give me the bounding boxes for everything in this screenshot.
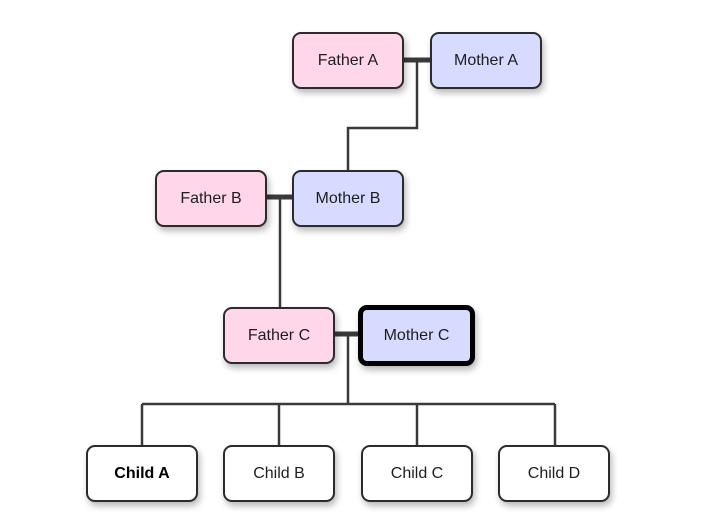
child-a-node[interactable]: Child A <box>86 445 198 502</box>
father-b-node[interactable]: Father B <box>155 170 267 227</box>
child-b-node[interactable]: Child B <box>223 445 335 502</box>
mother-b-node[interactable]: Mother B <box>292 170 404 227</box>
mother-a-node[interactable]: Mother A <box>430 32 542 89</box>
father-a-node[interactable]: Father A <box>292 32 404 89</box>
child-c-node[interactable]: Child C <box>361 445 473 502</box>
mother-c-node[interactable]: Mother C <box>358 305 475 366</box>
father-c-node[interactable]: Father C <box>223 307 335 364</box>
descent-line-a <box>346 60 419 170</box>
child-d-node[interactable]: Child D <box>498 445 610 502</box>
